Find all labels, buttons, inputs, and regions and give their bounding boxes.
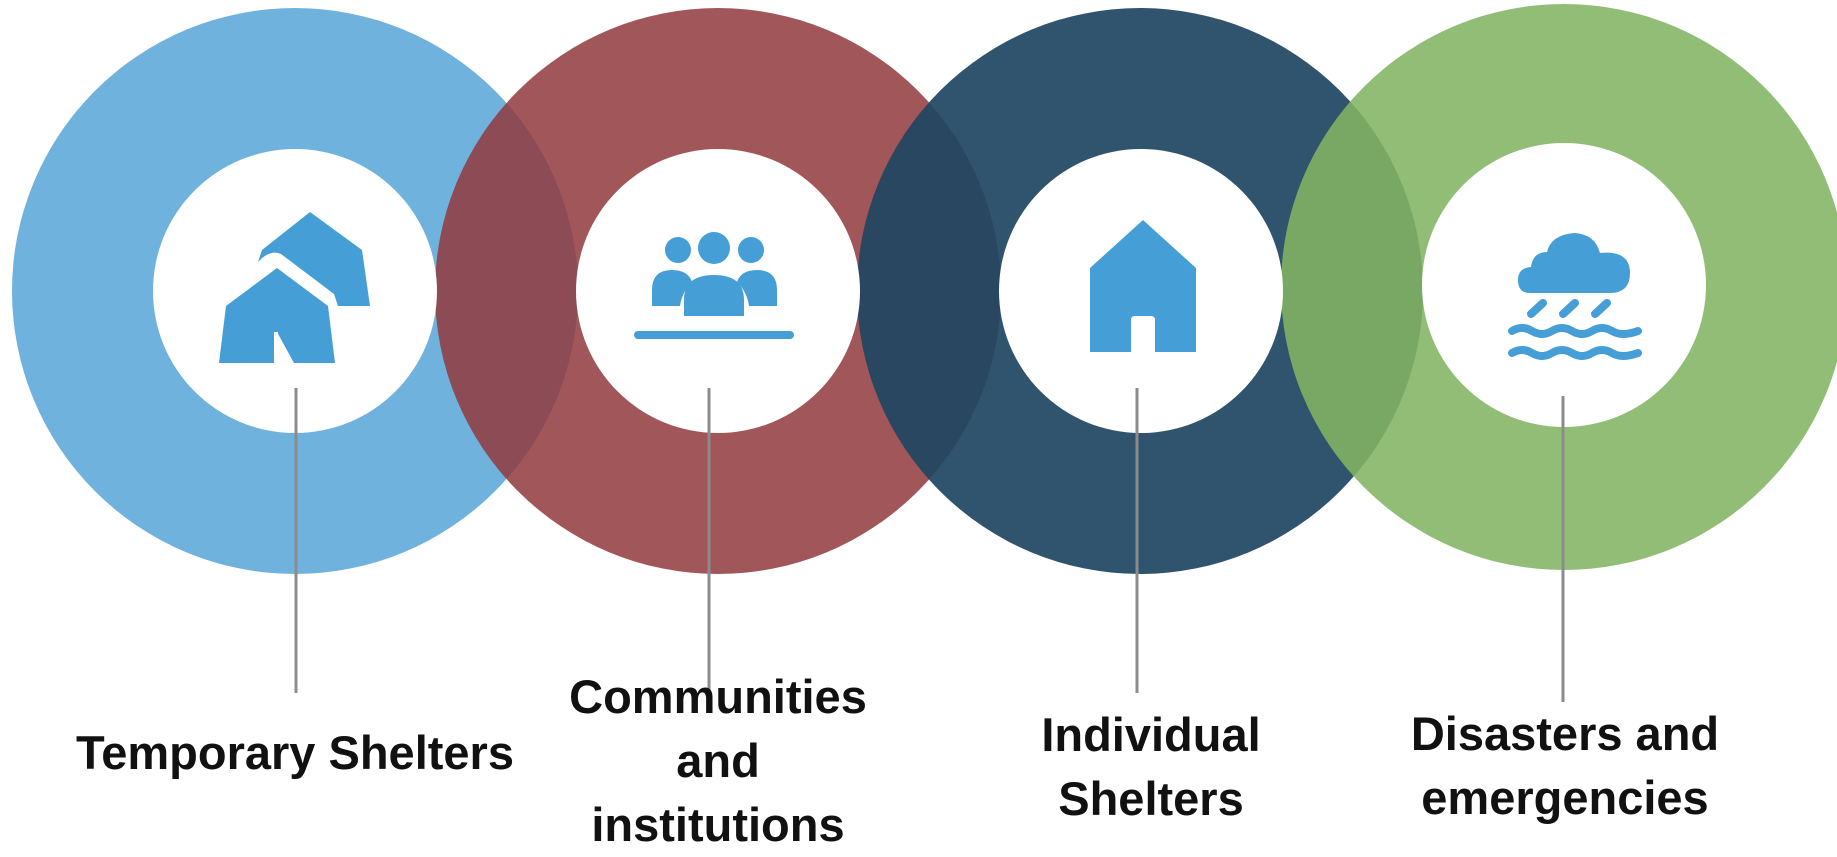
label-disasters-emergencies: Disasters and emergencies	[1370, 702, 1760, 830]
label-individual-shelters: Individual Shelters	[950, 703, 1352, 831]
label-line: emergencies	[1421, 771, 1709, 824]
label-line: and	[676, 734, 760, 787]
tents-icon	[219, 212, 370, 363]
label-line: Temporary Shelters	[76, 726, 514, 779]
label-line: Disasters and	[1410, 707, 1720, 760]
house-icon	[1090, 220, 1196, 352]
label-line: Shelters	[1058, 772, 1244, 825]
label-line: Individual	[1041, 708, 1261, 761]
people-group-icon	[634, 232, 794, 339]
label-communities-institutions: Communities and institutions	[500, 665, 936, 857]
label-temporary-shelters: Temporary Shelters	[40, 721, 550, 785]
label-line: institutions	[591, 798, 845, 851]
rain-flood-icon	[1508, 233, 1642, 360]
label-line: Communities	[569, 670, 867, 723]
